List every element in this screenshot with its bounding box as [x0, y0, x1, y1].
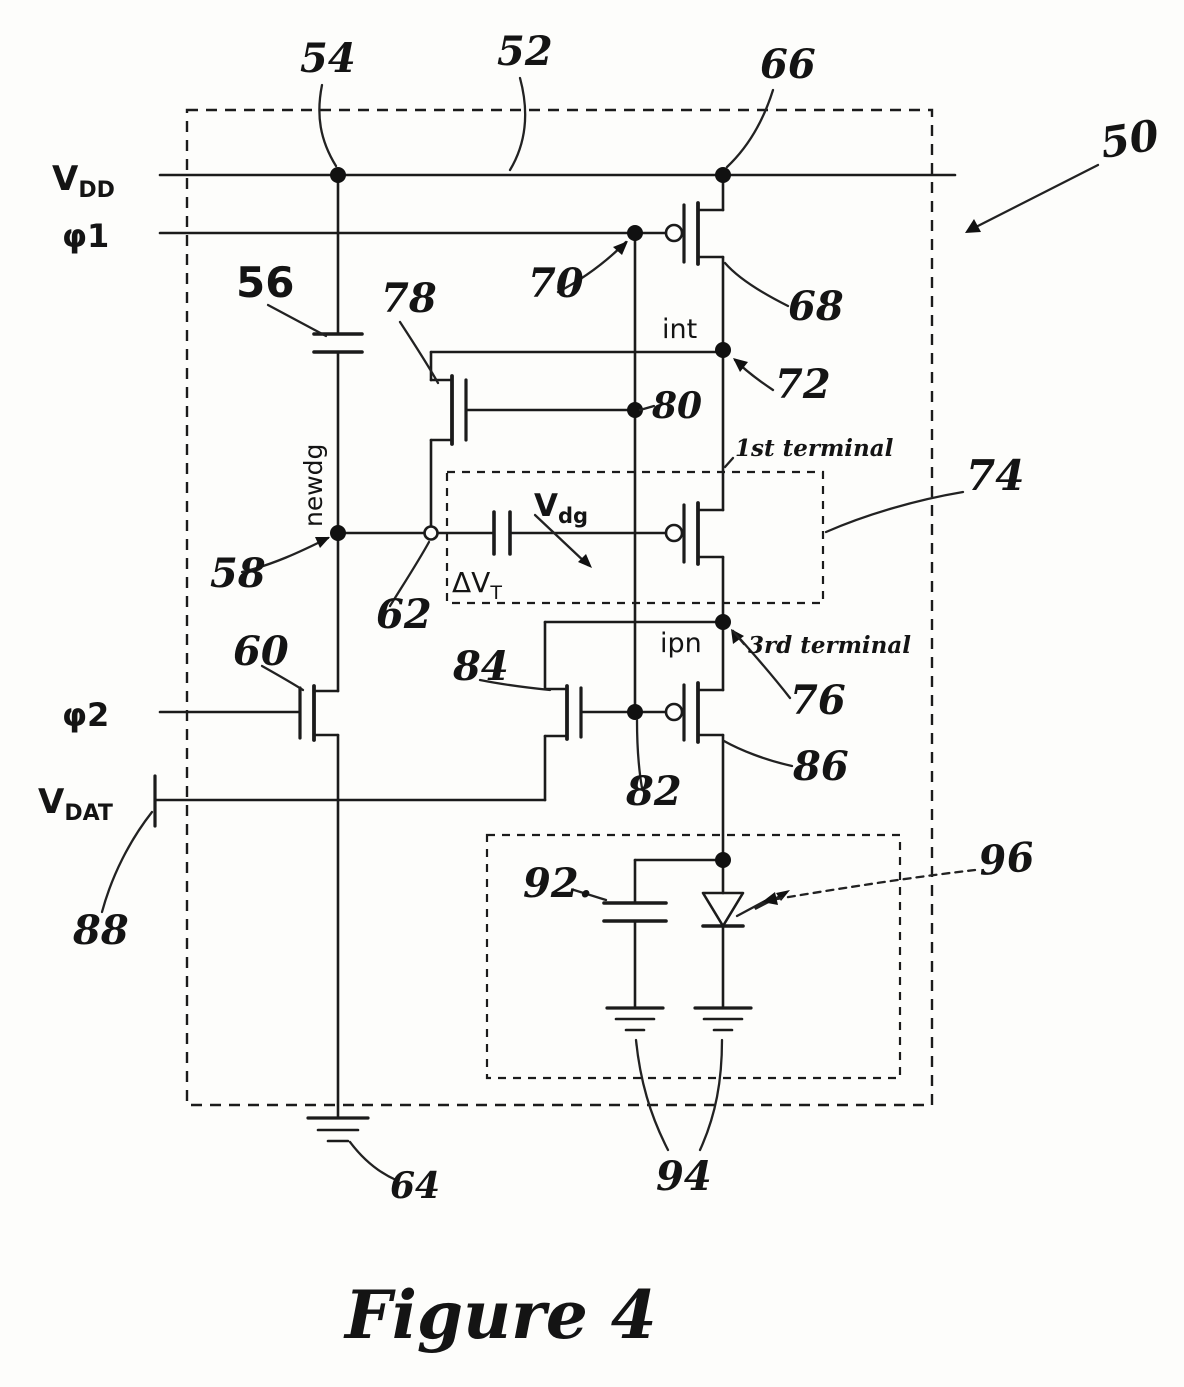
ground-symbol-64	[306, 1116, 370, 1143]
first-terminal-annotation: 1st terminal	[735, 435, 894, 462]
ground-symbol-cap92	[605, 1006, 665, 1032]
junction-dots	[330, 167, 731, 868]
phi1-wire	[158, 231, 637, 714]
ref-64: 64	[390, 1165, 440, 1207]
vdat-label: VDAT	[38, 782, 113, 826]
ref-74: 74	[966, 451, 1024, 500]
output-dashed-box	[485, 833, 902, 1080]
ref-94: 94	[656, 1153, 712, 1200]
figure-caption: Figure 4	[343, 1276, 657, 1354]
ref-70: 70	[528, 260, 584, 307]
led-96	[701, 858, 790, 1010]
newdg-node-label: newdg	[299, 444, 328, 527]
transistor-84	[543, 620, 637, 802]
ref-68: 68	[788, 283, 844, 330]
capacitor-92	[602, 858, 725, 1010]
ref-84: 84	[452, 643, 509, 690]
delta-vt-label: ΔVT	[452, 566, 502, 604]
ref-60: 60	[233, 628, 289, 675]
ref-72: 72	[775, 361, 831, 408]
ref-80: 80	[651, 385, 702, 427]
ref-86: 86	[792, 743, 849, 790]
ref-76: 76	[790, 677, 846, 724]
ref-88: 88	[72, 907, 129, 954]
leader-lines	[100, 76, 1100, 1182]
vdg-label: Vdg	[534, 488, 588, 528]
ref-54: 54	[300, 35, 356, 82]
phi2-label: φ2	[62, 696, 109, 734]
transistor-86	[633, 620, 725, 862]
ref-92: 92.	[523, 860, 593, 907]
ref-62: 62	[376, 591, 432, 638]
ref-56: 56	[236, 258, 294, 307]
capacitor-vdg	[492, 510, 668, 568]
ref-58: 58	[210, 550, 266, 597]
vdat-wire	[153, 774, 547, 828]
ground-symbol-led96	[693, 1006, 753, 1032]
ref-96: 96	[977, 833, 1037, 885]
vdd-label: VDD	[52, 159, 115, 203]
third-terminal-annotation: 3rd terminal	[748, 632, 911, 659]
ipn-node-label: ipn	[660, 628, 702, 659]
ref-78: 78	[381, 275, 437, 322]
int-node-label: int	[662, 314, 697, 345]
outer-dashed-boundary	[185, 108, 934, 1107]
transistor-60	[298, 531, 340, 1120]
transistor-74	[664, 348, 725, 624]
transistor-68	[633, 173, 725, 352]
phi1-label: φ1	[62, 217, 109, 255]
ref-50: 50	[1097, 110, 1162, 168]
ref-52: 52	[497, 28, 553, 75]
ref-82: 82	[625, 768, 682, 815]
ref-66: 66	[760, 41, 816, 88]
transistor-78	[429, 350, 637, 535]
